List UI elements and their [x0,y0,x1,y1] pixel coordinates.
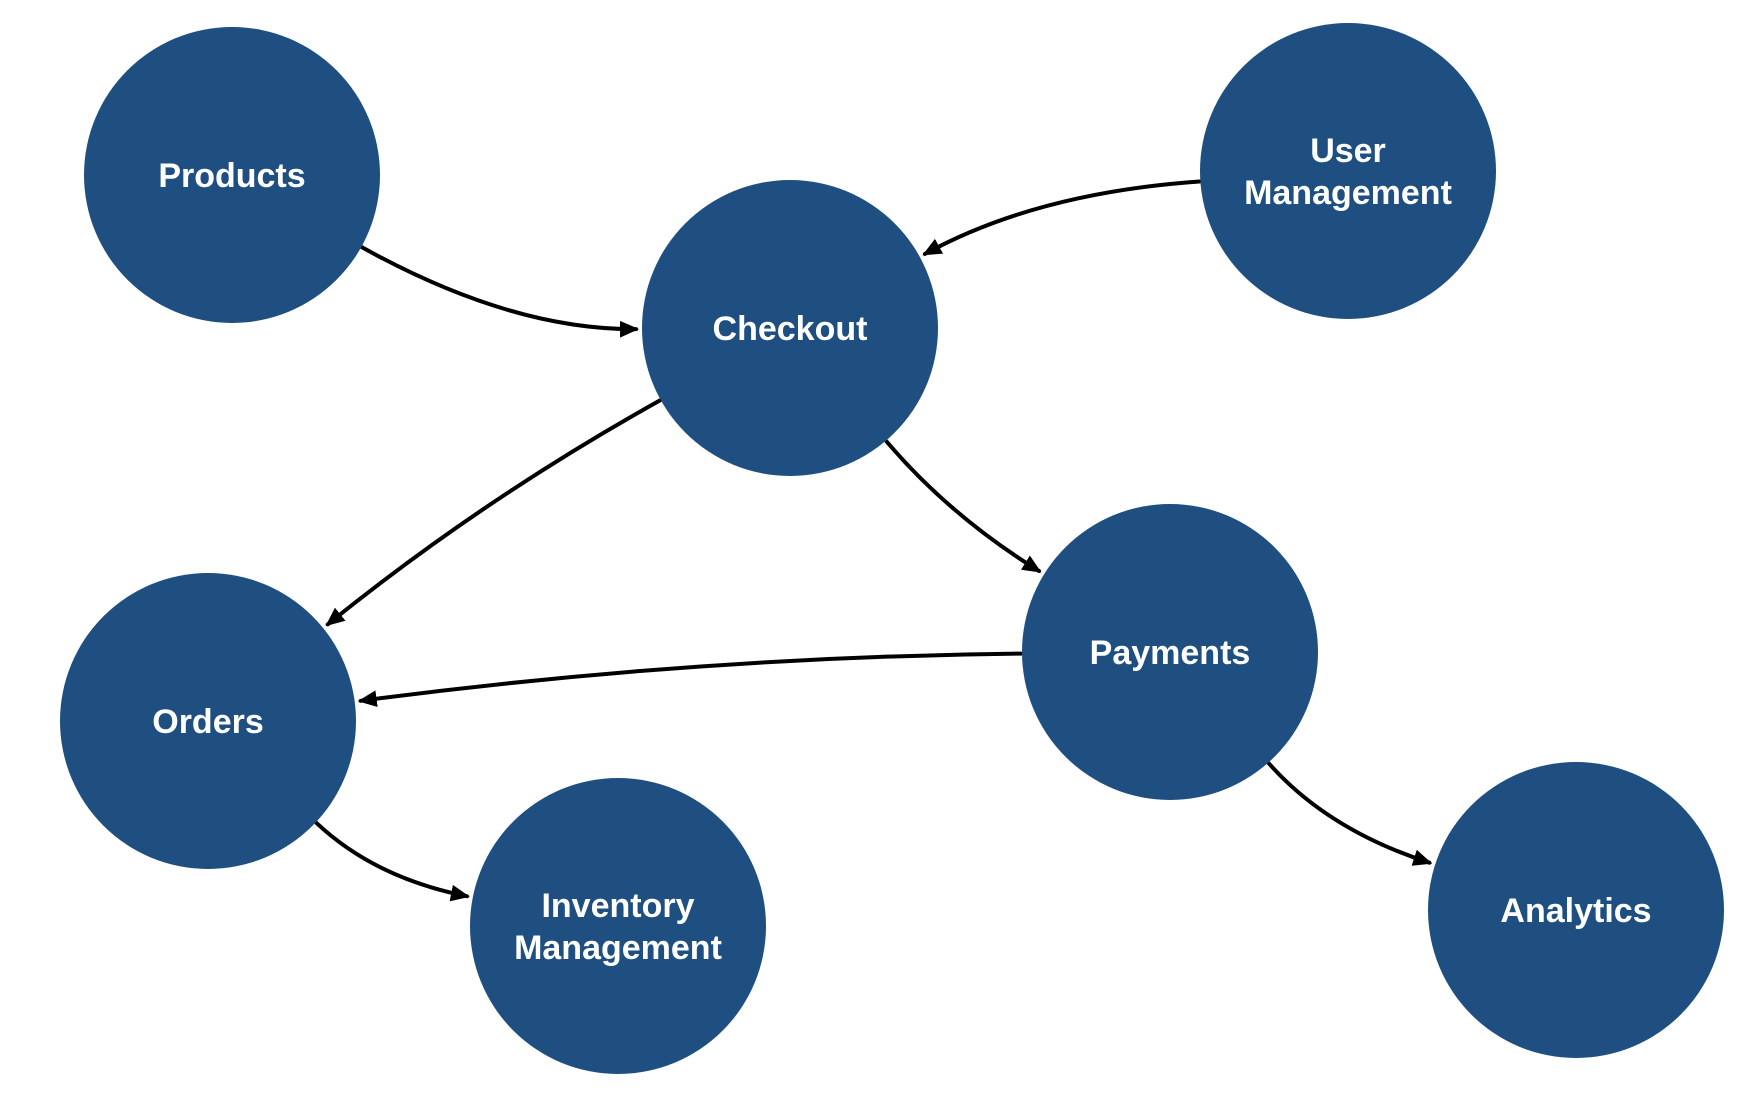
node-circle-inventory-management[interactable] [470,778,766,1074]
edge-products-to-checkout [360,245,639,338]
edge-checkout-to-orders [325,398,662,627]
edge-payments-to-analytics [1266,761,1433,866]
edge-payments-to-orders [357,651,1023,708]
node-circle-products[interactable] [84,27,380,323]
node-circle-orders[interactable] [60,573,356,869]
node-payments[interactable]: Payments [1022,504,1318,800]
node-circle-payments[interactable] [1022,504,1318,800]
node-products[interactable]: Products [84,27,380,323]
node-circle-user-management[interactable] [1200,23,1496,319]
node-circle-checkout[interactable] [642,180,938,476]
node-circle-analytics[interactable] [1428,762,1724,1058]
edge-orders-to-inventory-management [314,821,470,902]
node-orders[interactable]: Orders [60,573,356,869]
edge-checkout-to-payments [884,439,1042,573]
node-analytics[interactable]: Analytics [1428,762,1724,1058]
node-checkout[interactable]: Checkout [642,180,938,476]
edge-user-management-to-checkout [922,179,1202,256]
